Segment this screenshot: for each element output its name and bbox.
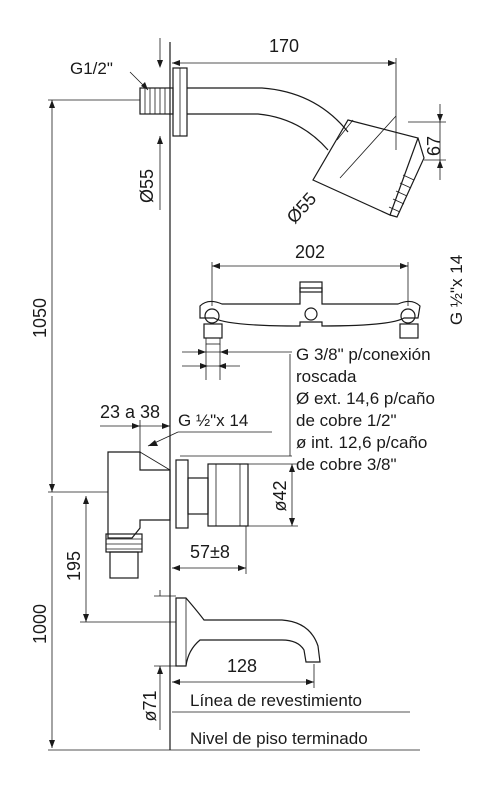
shower-head xyxy=(312,119,425,218)
dim-57-label: 57±8 xyxy=(190,542,230,562)
note-line-2: roscada xyxy=(296,367,357,386)
dim-170: 170 xyxy=(172,36,397,150)
dim-55-head-label: Ø55 xyxy=(283,189,321,228)
dim-71: ø71 xyxy=(140,590,176,730)
note-line-3: Ø ext. 14,6 p/caño xyxy=(296,389,435,408)
connection-notes: G 3/8" p/conexión roscada Ø ext. 14,6 p/… xyxy=(180,345,435,474)
shower-thread-callout: G1/2" xyxy=(70,59,149,91)
dim-23-38-label: 23 a 38 xyxy=(100,402,160,422)
dim-71-label: ø71 xyxy=(140,690,160,721)
dim-170-label: 170 xyxy=(269,36,299,56)
note-line-5: ø int. 12,6 p/caño xyxy=(296,433,427,452)
shower-thread xyxy=(139,87,174,115)
dim-connection xyxy=(182,344,292,380)
dim-55-flange-label: Ø55 xyxy=(137,169,157,203)
note-line-4: de cobre 1/2" xyxy=(296,411,397,430)
dim-42-label: ø42 xyxy=(270,480,290,511)
bath-spout xyxy=(175,597,321,667)
dim-1050-label: 1050 xyxy=(30,298,50,338)
dim-1000: 1000 xyxy=(30,496,55,748)
dim-57: 57±8 xyxy=(172,526,247,574)
dim-42: ø42 xyxy=(244,463,298,527)
note-line-6: de cobre 3/8" xyxy=(296,455,397,474)
valve-flange xyxy=(175,459,189,529)
dim-1050: 1050 xyxy=(30,99,140,492)
floor-level-label: Nivel de piso terminado xyxy=(190,729,368,748)
dim-1000-label: 1000 xyxy=(30,604,50,644)
dim-67: 67 xyxy=(408,104,446,180)
dim-67-label: 67 xyxy=(424,136,444,156)
dim-195: 195 xyxy=(64,496,176,623)
valve-side xyxy=(105,451,249,579)
wall-finish-label: Línea de revestimiento xyxy=(190,691,362,710)
note-line-1: G 3/8" p/conexión xyxy=(296,345,431,364)
valve-handle xyxy=(207,463,249,527)
dim-55-flange: Ø55 xyxy=(137,38,163,210)
valve-thread-label: G ½"x 14 xyxy=(178,411,248,430)
dim-202-label: 202 xyxy=(295,242,325,262)
valve-manifold xyxy=(199,281,421,345)
dim-128-label: 128 xyxy=(227,656,257,676)
dim-202: 202 xyxy=(211,242,409,306)
valve-inlet-thread-label: G ½"x 14 xyxy=(447,255,466,325)
shower-arm xyxy=(139,67,425,218)
dim-195-label: 195 xyxy=(64,551,84,581)
shower-thread-label: G1/2" xyxy=(70,59,113,78)
dim-23-38: 23 a 38 xyxy=(100,402,170,452)
valve-thread-callout: G ½"x 14 xyxy=(147,411,272,447)
dim-128: 128 xyxy=(172,656,315,688)
